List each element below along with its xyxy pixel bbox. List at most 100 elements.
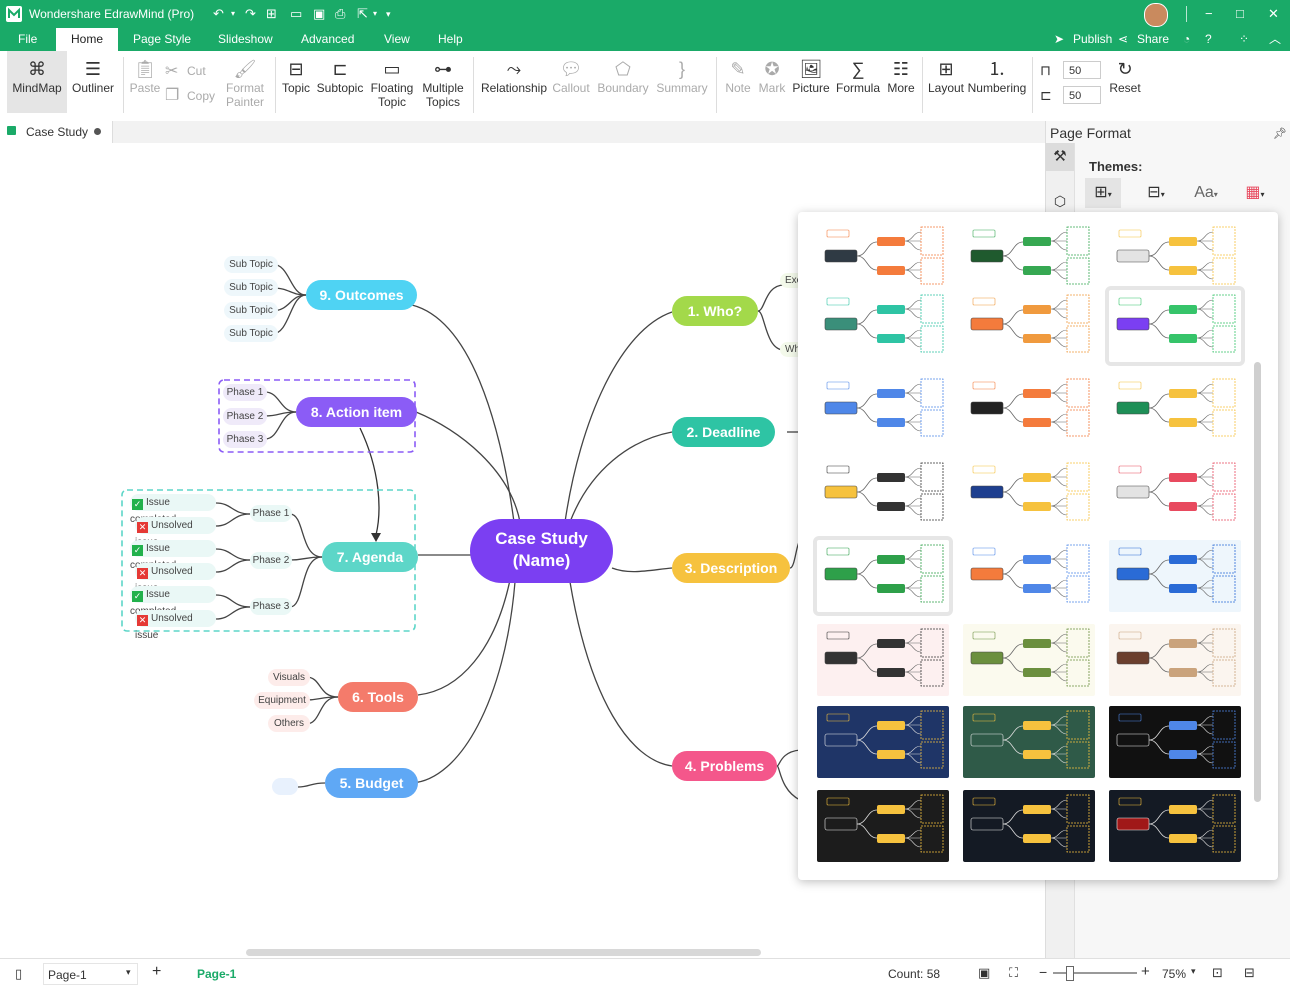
subtopic-action-2[interactable]: Phase 2 — [223, 408, 267, 425]
topic-outcomes[interactable]: 9. Outcomes — [306, 280, 417, 310]
print-icon[interactable]: ⎙ — [335, 6, 346, 21]
page-format-tab-icon[interactable]: ⚒ — [1046, 143, 1074, 171]
close-icon[interactable]: ✕ — [1268, 6, 1279, 21]
fullscreen-icon[interactable]: ⛶ — [1009, 965, 1019, 980]
theme-style-button[interactable]: ⊟▾ — [1138, 178, 1174, 208]
popup-scrollbar[interactable] — [1254, 362, 1261, 802]
checkbox-checked-icon[interactable]: ✓ — [132, 499, 143, 510]
theme-thumbnail[interactable] — [817, 374, 949, 446]
theme-thumbnail[interactable] — [963, 624, 1095, 696]
menu-view[interactable]: View — [384, 32, 410, 46]
new-file-icon[interactable]: ⊞ — [266, 6, 277, 21]
topic-button[interactable]: ⊟Topic — [279, 51, 313, 117]
cross-mark-icon[interactable]: ✕ — [137, 522, 148, 533]
subtopic-outcome-2[interactable]: Sub Topic — [224, 279, 278, 296]
agenda-item[interactable]: ✕Unsolved issue — [135, 610, 216, 641]
export-icon[interactable]: ⇱ — [357, 6, 368, 21]
checkbox-checked-icon[interactable]: ✓ — [132, 545, 143, 556]
zoom-slider-handle[interactable] — [1066, 966, 1074, 981]
publish-icon[interactable]: ➤ — [1054, 32, 1065, 46]
theme-thumbnail[interactable] — [963, 540, 1095, 612]
theme-thumbnail[interactable] — [963, 706, 1095, 778]
unsaved-dot-icon[interactable] — [94, 128, 101, 135]
help-icon[interactable]: ? — [1205, 32, 1212, 46]
subtopic-outcome-4[interactable]: Sub Topic — [224, 325, 278, 342]
publish-button[interactable]: Publish — [1073, 32, 1113, 46]
fit-page-icon[interactable]: ▣ — [978, 965, 991, 980]
theme-thumbnail[interactable] — [1109, 458, 1241, 530]
theme-layout-button[interactable]: ⊞▾ — [1085, 178, 1121, 208]
theme-thumbnail[interactable] — [817, 290, 949, 362]
topic-problems[interactable]: 4. Problems — [672, 751, 777, 781]
subtopic-tools-visuals[interactable]: Visuals — [268, 669, 310, 686]
theme-color-button[interactable]: ▦▾ — [1238, 178, 1272, 208]
horizontal-scrollbar[interactable] — [246, 949, 761, 956]
share-icon[interactable]: ⋖ — [1118, 32, 1129, 46]
multiple-topics-button[interactable]: ⊶Multiple Topics — [418, 51, 468, 117]
topic-budget[interactable]: 5. Budget — [325, 768, 418, 798]
theme-thumbnail[interactable] — [1109, 374, 1241, 446]
page-select[interactable]: Page-1 ▾ — [43, 963, 138, 985]
chevron-down-icon[interactable]: ▾ — [373, 9, 378, 18]
theme-thumbnail[interactable] — [1109, 706, 1241, 778]
menu-home[interactable]: Home — [56, 28, 118, 51]
topic-who[interactable]: 1. Who? — [672, 296, 758, 326]
agenda-item[interactable]: ✓Issue completed — [130, 540, 216, 571]
theme-thumbnail[interactable] — [1109, 540, 1241, 612]
checkbox-checked-icon[interactable]: ✓ — [132, 591, 143, 602]
theme-thumbnail[interactable] — [817, 706, 949, 778]
more-button[interactable]: ☷More — [884, 51, 918, 117]
theme-thumbnail[interactable] — [813, 536, 953, 616]
subtopic-tools-others[interactable]: Others — [268, 715, 310, 732]
save-icon[interactable]: ▣ — [313, 6, 326, 21]
menu-help[interactable]: Help — [438, 32, 463, 46]
subtopic-agenda-phase-3[interactable]: Phase 3 — [250, 598, 292, 615]
share-button[interactable]: Share — [1137, 32, 1170, 46]
boundary-button[interactable]: ⬠Boundary — [595, 51, 651, 117]
redo-icon[interactable]: ↷ — [245, 6, 256, 21]
collapse-ribbon-icon[interactable]: ︿ — [1269, 32, 1282, 46]
subtopic-tools-equipment[interactable]: Equipment — [254, 692, 310, 709]
menu-advanced[interactable]: Advanced — [301, 32, 355, 46]
theme-thumbnail[interactable] — [817, 624, 949, 696]
mark-button[interactable]: ✪Mark — [756, 51, 788, 117]
zoom-out-icon[interactable]: − — [1039, 964, 1048, 980]
style-tab-icon[interactable]: ⬡ — [1053, 193, 1067, 209]
add-page-icon[interactable]: + — [152, 963, 162, 980]
summary-button[interactable]: }Summary — [654, 51, 710, 117]
subtopic-outcome-3[interactable]: Sub Topic — [224, 302, 278, 319]
theme-thumbnail[interactable] — [817, 222, 949, 294]
customize-icon[interactable]: ▾ — [386, 9, 391, 19]
height-spacing-input[interactable]: 50 — [1063, 86, 1101, 104]
agenda-item[interactable]: ✕Unsolved issue — [135, 563, 216, 594]
minimize-icon[interactable]: − — [1205, 6, 1213, 21]
outliner-button[interactable]: ☰Outliner — [70, 51, 116, 117]
zoom-in-icon[interactable]: + — [1141, 963, 1150, 980]
document-tab[interactable]: Case Study — [0, 121, 113, 143]
subtopic-agenda-phase-1[interactable]: Phase 1 — [250, 505, 292, 522]
paste-button[interactable]: 📋︎Paste — [128, 51, 162, 117]
topic-action-item[interactable]: 8. Action item — [296, 397, 417, 427]
floating-topic-button[interactable]: ▭Floating Topic — [368, 51, 416, 117]
theme-thumbnail[interactable] — [817, 790, 949, 862]
topic-agenda[interactable]: 7. Agenda — [322, 542, 418, 572]
theme-font-button[interactable]: Aa▾ — [1186, 178, 1226, 208]
chevron-down-icon[interactable]: ▾ — [231, 9, 236, 18]
notification-bell-icon[interactable]: ◔ — [1183, 32, 1191, 46]
menu-page-style[interactable]: Page Style — [133, 32, 192, 46]
presentation-icon[interactable]: ⊟ — [1244, 965, 1255, 980]
cross-mark-icon[interactable]: ✕ — [137, 615, 148, 626]
format-painter-button[interactable]: 🖌︎Format Painter — [222, 51, 268, 117]
theme-thumbnail[interactable] — [1109, 624, 1241, 696]
zoom-level[interactable]: 75% — [1162, 967, 1187, 981]
width-spacing-input[interactable]: 50 — [1063, 61, 1101, 79]
subtopic-outcome-1[interactable]: Sub Topic — [224, 256, 278, 273]
picture-button[interactable]: 🖼︎Picture — [790, 51, 832, 117]
copy-button[interactable]: ❐ Copy — [165, 85, 215, 107]
theme-thumbnail[interactable] — [963, 458, 1095, 530]
pin-icon[interactable]: 📌︎ — [1273, 128, 1287, 140]
menu-slideshow[interactable]: Slideshow — [218, 32, 273, 46]
relationship-button[interactable]: ⤳Relationship — [478, 51, 550, 117]
theme-thumbnail[interactable] — [1109, 222, 1241, 294]
subtopic-action-3[interactable]: Phase 3 — [223, 431, 267, 448]
